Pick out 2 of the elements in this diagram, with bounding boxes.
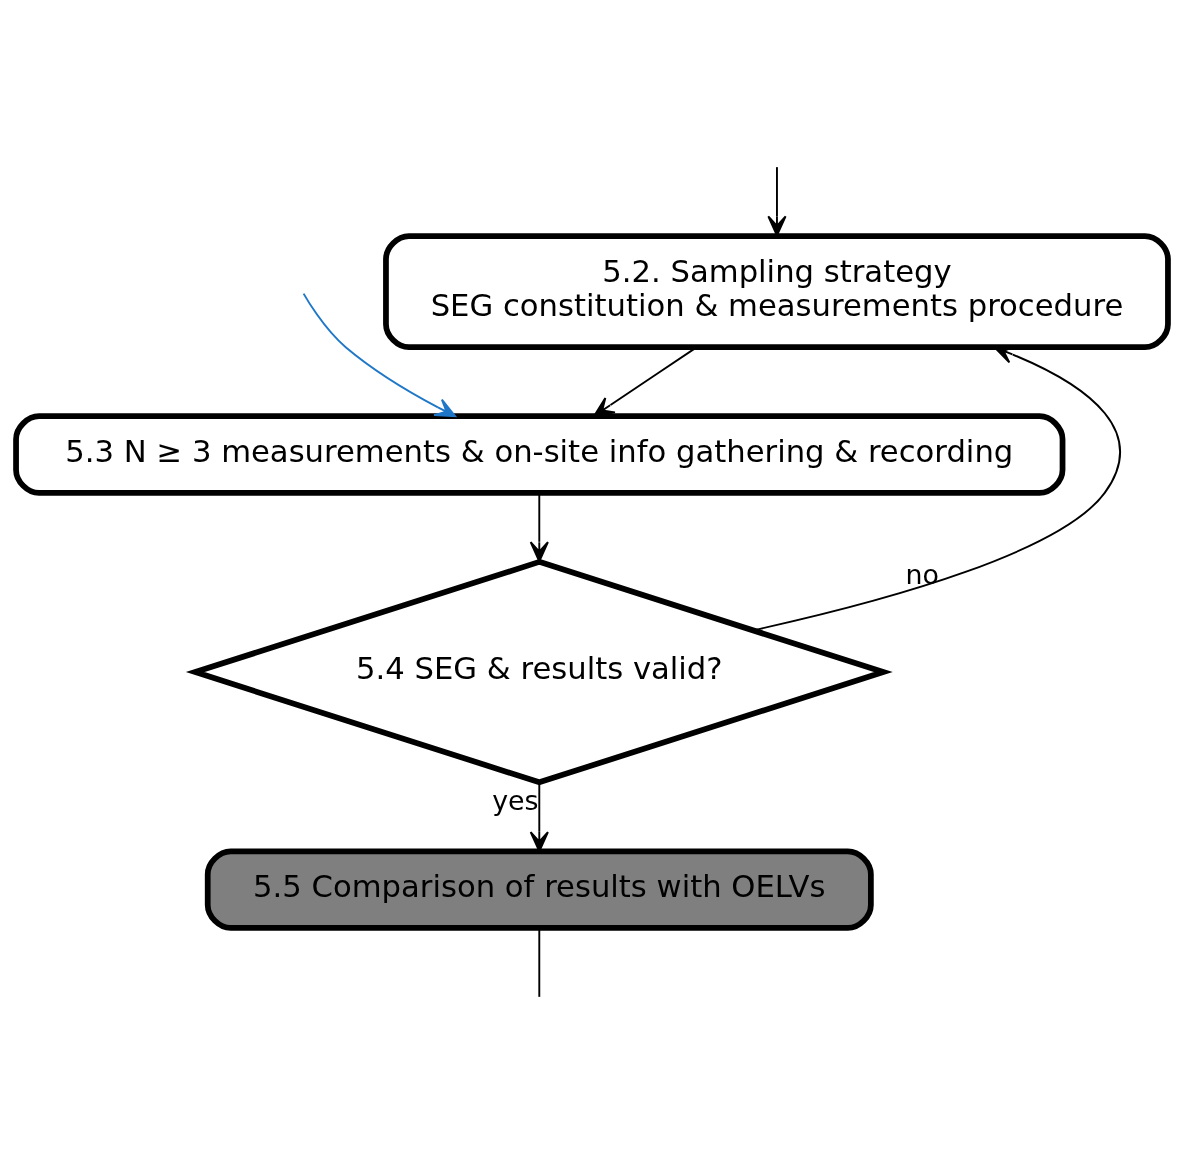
- edge-label: yes: [492, 784, 539, 816]
- edge-label: no: [905, 558, 939, 590]
